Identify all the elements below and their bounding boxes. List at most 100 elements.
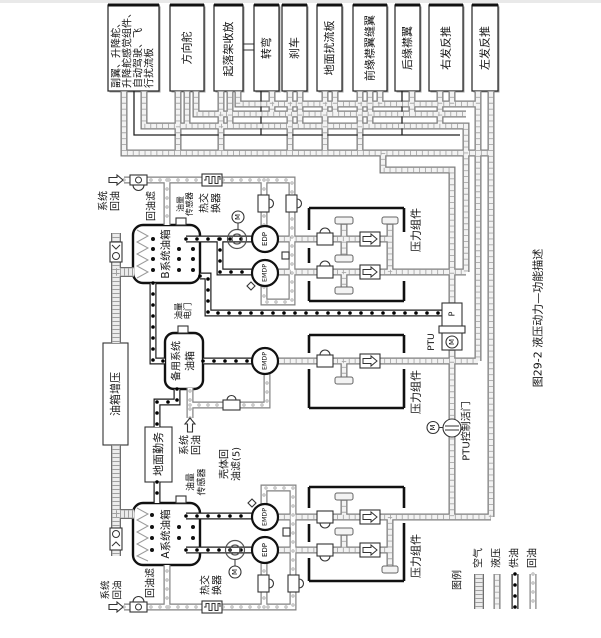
filter-dome bbox=[296, 198, 303, 209]
labels: B系统油箱 A系统油箱 备用系统 油箱 EDP EMDP EMDP EMDP E… bbox=[97, 191, 473, 600]
fluid-dot bbox=[150, 548, 154, 552]
consumer-label: 起落架收放 bbox=[221, 22, 235, 77]
consumer-box bbox=[352, 4, 388, 92]
quantity-transmitter-label: 传感器 bbox=[196, 468, 208, 495]
fluid-dot bbox=[191, 247, 195, 251]
system-return-label: 回油 bbox=[190, 435, 203, 455]
fluid-dot bbox=[191, 536, 195, 540]
fluid-dot bbox=[177, 268, 181, 272]
system-return-label: 回油 bbox=[112, 580, 124, 599]
supply-line-marks bbox=[155, 387, 179, 429]
reservoir-a-label: A系统油箱 bbox=[159, 509, 172, 558]
return-line-marks bbox=[188, 372, 269, 407]
filter-element-icon bbox=[135, 176, 142, 184]
consumer-steering: 转弯 bbox=[253, 3, 281, 93]
module-outline bbox=[307, 206, 406, 303]
ptu-pump-port-label: P bbox=[448, 311, 457, 316]
consumer-box bbox=[281, 4, 308, 92]
valve-ring-inner bbox=[229, 544, 241, 556]
flow-arrow-icon bbox=[362, 543, 378, 557]
pressure-transmitter-cap bbox=[334, 254, 354, 263]
pressure-module-a bbox=[307, 485, 406, 583]
ptu-control-valve bbox=[426, 418, 462, 438]
fluid-dot bbox=[151, 247, 155, 251]
fluid-dot bbox=[191, 525, 195, 529]
emdp-a-label: EMDP bbox=[262, 508, 269, 526]
valve-ball-icon bbox=[112, 252, 120, 260]
fluid-dot bbox=[150, 525, 154, 529]
reservoir-standby-label: 备用系统 bbox=[170, 341, 183, 381]
module-check-valve bbox=[359, 509, 381, 525]
module-check-valve bbox=[359, 353, 381, 369]
consumer-box bbox=[428, 4, 464, 92]
system-return-label: 回油 bbox=[109, 191, 122, 211]
valve-spring-icon bbox=[111, 541, 121, 547]
legend: 图例 空气 液压 供油 回油 bbox=[451, 548, 539, 590]
valve-ball-icon bbox=[112, 530, 120, 538]
consumer-label: 左发反推 bbox=[478, 26, 492, 70]
consumer-left-thrust-reverser: 左发反推 bbox=[471, 3, 500, 93]
filter-dome bbox=[268, 198, 275, 209]
consumer-label: 右发反推 bbox=[439, 26, 453, 70]
consumer-le-flaps-slats: 前缘襟翼缝翼 bbox=[352, 3, 389, 93]
quantity-switch-label: 油量 bbox=[174, 302, 185, 320]
supply-line-marks bbox=[198, 274, 444, 315]
edp-a bbox=[250, 535, 280, 565]
module-outline bbox=[307, 333, 406, 410]
filter-dome bbox=[268, 578, 275, 589]
fluid-dot bbox=[177, 247, 181, 251]
filter-dome bbox=[319, 555, 331, 562]
consumer-box bbox=[213, 4, 244, 92]
module-filter bbox=[316, 543, 334, 557]
heat-exchanger-label: 热交 bbox=[198, 193, 211, 213]
motor-icon bbox=[426, 420, 440, 435]
heat-exchanger-label: 换器 bbox=[210, 193, 223, 213]
pressure-switch bbox=[282, 527, 291, 537]
filter-body bbox=[257, 194, 270, 213]
ptu-hydraulic-line-core bbox=[380, 153, 455, 303]
filter-body bbox=[129, 601, 148, 613]
consumer-label: 后缘襟翼 bbox=[401, 26, 414, 70]
ground-service-label: 地面勤务 bbox=[152, 432, 165, 476]
filter-dome bbox=[132, 596, 145, 603]
emdp-standby-label: EMDP bbox=[262, 352, 269, 370]
valve-spring-icon bbox=[111, 244, 121, 250]
heat-exchanger-a bbox=[201, 600, 223, 614]
consumer-brakes: 刹车 bbox=[281, 3, 309, 93]
ptu-motor-icon bbox=[445, 335, 459, 349]
return-filter-label: 回油滤 bbox=[144, 568, 157, 598]
motor-label: M bbox=[234, 214, 242, 220]
heat-exchanger-label: 热交 bbox=[199, 575, 212, 595]
edp-a-label: EDP bbox=[261, 543, 269, 557]
consumer-box bbox=[107, 4, 160, 92]
consumer-label-line: 升降舵感觉组件、 bbox=[121, 8, 134, 88]
consumer-box bbox=[316, 4, 343, 92]
return-inlet-arrow-icon bbox=[108, 173, 124, 187]
flow-arrow-icon bbox=[362, 354, 378, 368]
consumer-box bbox=[471, 4, 499, 92]
consumer-landing-gear: 起落架收放 bbox=[213, 3, 245, 93]
module-filter bbox=[316, 265, 334, 279]
consumer-rudder: 方向舵 bbox=[169, 3, 206, 93]
consumer-label: 前缘襟翼缝翼 bbox=[363, 15, 377, 81]
valve-gate-icon bbox=[445, 425, 459, 431]
fluid-dot bbox=[151, 237, 155, 241]
fluid-dot bbox=[177, 525, 181, 529]
fluid-dot bbox=[191, 268, 195, 272]
motor-icon bbox=[231, 210, 245, 224]
pressure-module-standby-label: 压力组件 bbox=[409, 370, 423, 414]
consumer-label: 方向舵 bbox=[180, 32, 194, 65]
pressure-transmitter-cap bbox=[334, 376, 354, 385]
hydraulic-line-core bbox=[193, 91, 466, 117]
air-space-hatch bbox=[135, 507, 150, 562]
pressure-transmitter-cap bbox=[334, 492, 354, 501]
consumer-ground-spoilers: 地面扰流板 bbox=[316, 3, 344, 93]
supply-line-core bbox=[200, 273, 442, 316]
reservoir-pressurization-label: 油箱增压 bbox=[108, 372, 122, 416]
legend-label-return: 回油 bbox=[526, 548, 539, 568]
filter-dome bbox=[226, 394, 237, 401]
fluid-dot bbox=[151, 268, 155, 272]
quantity-switch-label: 电门 bbox=[183, 302, 194, 319]
overheat-sensor bbox=[246, 281, 256, 291]
